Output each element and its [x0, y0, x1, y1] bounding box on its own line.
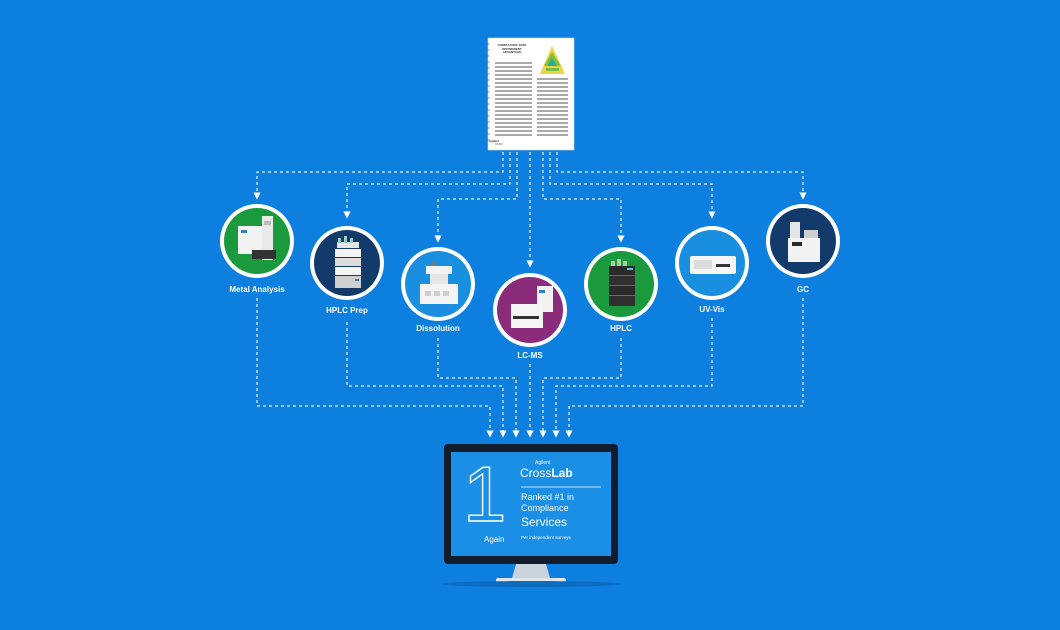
label-hplc: HPLC — [610, 324, 632, 333]
node-hplc — [584, 247, 658, 321]
monitor-stand — [441, 564, 621, 587]
connector-uv-vis — [549, 152, 716, 219]
connector-gc — [556, 152, 807, 200]
ranked-line1: Ranked #1 in — [521, 492, 575, 502]
connector-metal-analysis — [253, 152, 504, 200]
node-uv-vis — [675, 226, 749, 300]
label-metal-analysis: Metal Analysis — [229, 285, 285, 294]
connector-hplc-prep — [343, 152, 511, 219]
connector-hplc — [542, 152, 625, 243]
document-heading: COMPLIANCE TASK REFINEMENT ADVANTAGE — [490, 43, 534, 55]
document-heading-line1: COMPLIANCE TASK REFINEMENT — [497, 43, 527, 51]
binding-rings-icon — [486, 43, 490, 141]
brand-divider — [521, 486, 601, 488]
node-hplc-prep — [310, 226, 384, 300]
uv-vis-spectrometer-icon — [690, 256, 736, 274]
pyramid-graphic-icon — [540, 46, 565, 74]
brand-cross: Cross — [520, 466, 552, 480]
node-lcms — [493, 273, 567, 347]
document-heading-line2: ADVANTAGE — [502, 50, 522, 54]
document-footer: Agilent — [488, 139, 500, 143]
gas-chromatograph-icon — [788, 222, 820, 262]
lcms-instrument-icon — [511, 286, 553, 328]
brand-prefix: Agilent — [535, 460, 551, 466]
survey-note: Per independent surveys — [521, 535, 571, 540]
label-uv-vis: UV-Vis — [699, 305, 725, 314]
label-dissolution: Dissolution — [416, 324, 460, 333]
services-text: Services — [521, 515, 568, 529]
node-dissolution — [401, 247, 475, 321]
compliance-document — [486, 37, 575, 151]
monitor-screen — [451, 452, 611, 556]
node-metal-analysis — [220, 204, 294, 278]
node-gc — [766, 204, 840, 278]
hplc-prep-stack-icon — [335, 236, 361, 288]
icp-instrument-icon — [238, 216, 276, 260]
dissolution-tester-icon — [420, 262, 458, 304]
ranked-line2: Compliance — [521, 503, 569, 513]
connectors-top — [253, 152, 807, 268]
hplc-stack-icon — [609, 259, 635, 306]
label-lcms: LC-MS — [517, 351, 543, 360]
again-text: Again — [484, 535, 505, 544]
connectors-bottom — [256, 298, 804, 438]
crosslab-logo: CrossLab — [520, 466, 573, 480]
label-hplc-prep: HPLC Prep — [326, 306, 368, 315]
big-number-one: 1 — [462, 450, 507, 538]
brand-lab: Lab — [551, 466, 573, 480]
document-text-lines — [495, 62, 568, 136]
connector-dissolution — [434, 152, 518, 243]
label-gc: GC — [797, 285, 809, 294]
